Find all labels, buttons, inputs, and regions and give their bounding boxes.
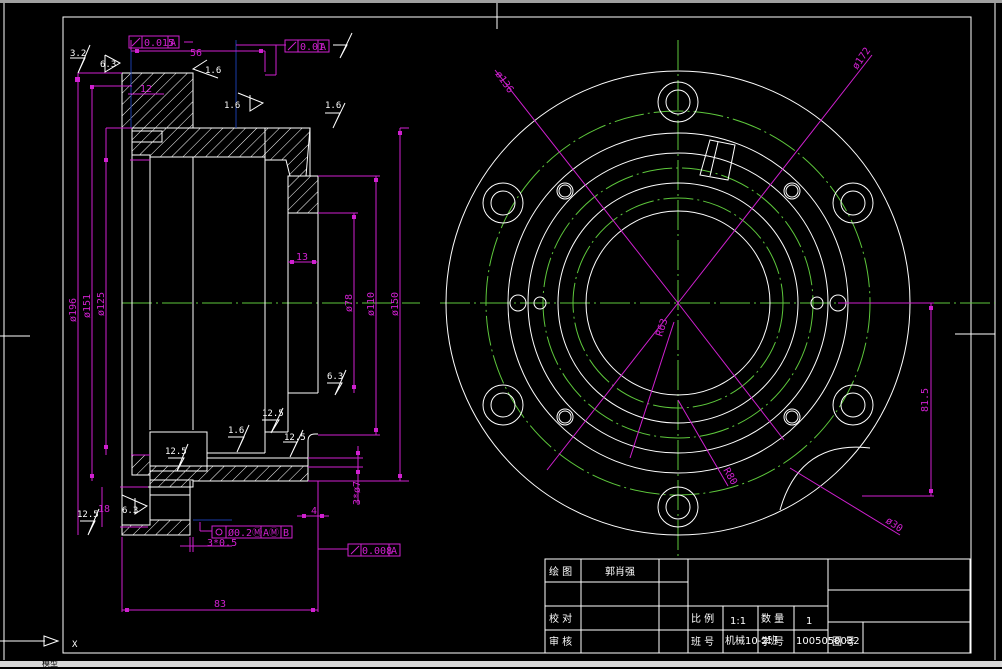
- ucs-icon: X: [0, 635, 78, 650]
- svg-text:1: 1: [806, 616, 812, 627]
- surface-finish-icon: 1.6: [224, 92, 265, 112]
- svg-text:1:1: 1:1: [730, 616, 746, 627]
- tolerance-frame: 0.01 A: [284, 32, 353, 59]
- svg-text:ø125: ø125: [96, 292, 107, 316]
- svg-text:0.008: 0.008: [362, 546, 392, 557]
- svg-text:ø78: ø78: [344, 294, 355, 312]
- svg-text:校 对: 校 对: [549, 612, 572, 625]
- tolerance-frame: 0.015 A: [128, 35, 180, 49]
- tab-model[interactable]: 模型: [42, 659, 58, 668]
- svg-text:83: 83: [214, 599, 226, 610]
- svg-text:4: 4: [311, 506, 317, 517]
- svg-text:A: A: [170, 38, 176, 49]
- svg-text:图 号: 图 号: [832, 636, 855, 648]
- bolt-hole-icon: [657, 486, 699, 528]
- svg-text:3.2: 3.2: [70, 49, 86, 59]
- svg-text:12.5: 12.5: [165, 447, 187, 457]
- svg-text:1005050032: 1005050032: [796, 636, 860, 647]
- bolt-hole-icon: [482, 384, 524, 426]
- section-view: [121, 40, 420, 536]
- svg-text:AⓂ: AⓂ: [263, 527, 279, 539]
- surface-finish-icon: 12.5: [165, 443, 189, 472]
- svg-text:数 量: 数 量: [761, 612, 784, 625]
- svg-text:机械10-2班: 机械10-2班: [725, 634, 778, 647]
- title-block: 绘 图 郭肖强 校 对 审 核 比 例 1:1 数 量 1 班 号 机械10-2…: [544, 558, 971, 654]
- runout-icon: [350, 545, 360, 555]
- svg-text:0.01: 0.01: [300, 42, 324, 53]
- surface-finish-icon: 12.5: [283, 429, 306, 458]
- svg-text:12.5: 12.5: [284, 433, 306, 443]
- surface-finish-icon: 12.5: [77, 508, 100, 536]
- svg-text:ø150: ø150: [390, 292, 401, 316]
- svg-text:ø151: ø151: [82, 294, 93, 318]
- svg-text:12: 12: [140, 84, 152, 95]
- svg-text:班 号: 班 号: [691, 636, 714, 648]
- runout-icon: [287, 41, 297, 51]
- svg-text:ø172: ø172: [850, 46, 873, 72]
- drawing-border: [62, 16, 972, 654]
- surface-finish-icon: 3.2: [70, 44, 91, 74]
- front-view: [440, 40, 995, 560]
- surface-finish-icon: 6.3: [100, 54, 122, 73]
- svg-text:1.6: 1.6: [205, 66, 221, 76]
- runout-icon: [131, 37, 141, 47]
- svg-text:12.5: 12.5: [77, 510, 99, 520]
- svg-text:审 核: 审 核: [549, 635, 572, 648]
- svg-text:R63: R63: [654, 317, 670, 338]
- svg-text:ø30: ø30: [883, 515, 904, 534]
- svg-text:3*0.5: 3*0.5: [207, 538, 237, 549]
- svg-text:18: 18: [98, 504, 110, 515]
- bolt-hole-icon: [832, 182, 874, 224]
- svg-text:1.6: 1.6: [224, 101, 240, 111]
- svg-text:ø196: ø196: [68, 298, 79, 322]
- surface-finish-icon: 1.6: [228, 424, 250, 453]
- viewport-guides: [0, 3, 996, 660]
- svg-text:A: A: [320, 42, 326, 53]
- svg-text:1.6: 1.6: [228, 426, 244, 436]
- svg-text:12.5: 12.5: [262, 409, 284, 419]
- svg-text:13: 13: [296, 252, 308, 263]
- svg-text:6.3: 6.3: [327, 372, 343, 382]
- svg-text:ø110: ø110: [366, 292, 377, 316]
- svg-text:Ø0.2Ⓜ: Ø0.2Ⓜ: [228, 527, 262, 539]
- svg-text:56: 56: [190, 48, 202, 59]
- svg-text:B: B: [283, 528, 289, 539]
- svg-text:X: X: [72, 640, 78, 650]
- svg-text:6.3: 6.3: [100, 60, 116, 70]
- svg-text:3*ø7: 3*ø7: [352, 481, 363, 505]
- section-dimensions: [75, 40, 409, 612]
- svg-text:学 号: 学 号: [761, 635, 784, 648]
- surface-finish-icon: 6.3: [121, 494, 149, 516]
- window-top-border: [0, 0, 1002, 3]
- bolt-hole-icon: [657, 81, 699, 123]
- section-dimension-text: 56 12 13 ø196 ø151 ø125 ø78 ø110 ø150 18…: [68, 48, 401, 610]
- svg-text:1.6: 1.6: [325, 101, 341, 111]
- svg-text:A: A: [391, 546, 397, 557]
- svg-text:郭肖强: 郭肖强: [605, 565, 635, 578]
- tolerance-frame: 0.008 A: [347, 543, 401, 557]
- svg-text:6.3: 6.3: [122, 506, 138, 516]
- tolerance-frame: Ø0.2Ⓜ AⓂ B: [200, 525, 293, 539]
- surface-finish-icon: 6.3: [327, 369, 347, 396]
- surface-finish-symbols: 3.2 6.3 1.6 1.6 1.6 6.3 12.5 1.6: [70, 44, 347, 536]
- svg-text:比 例: 比 例: [691, 612, 714, 625]
- svg-text:R80: R80: [720, 466, 739, 487]
- svg-text:绘 图: 绘 图: [549, 565, 572, 578]
- position-icon: [215, 528, 223, 536]
- surface-finish-icon: 1.6: [325, 101, 346, 129]
- surface-finish-icon: 12.5: [262, 407, 284, 434]
- layout-tabs-bar[interactable]: 模型: [0, 659, 1002, 668]
- bolt-hole-icon: [832, 384, 874, 426]
- bolt-hole-icon: [482, 182, 524, 224]
- svg-text:81.5: 81.5: [920, 388, 931, 412]
- surface-finish-icon: 1.6: [191, 59, 221, 79]
- svg-text:0.015: 0.015: [144, 38, 174, 49]
